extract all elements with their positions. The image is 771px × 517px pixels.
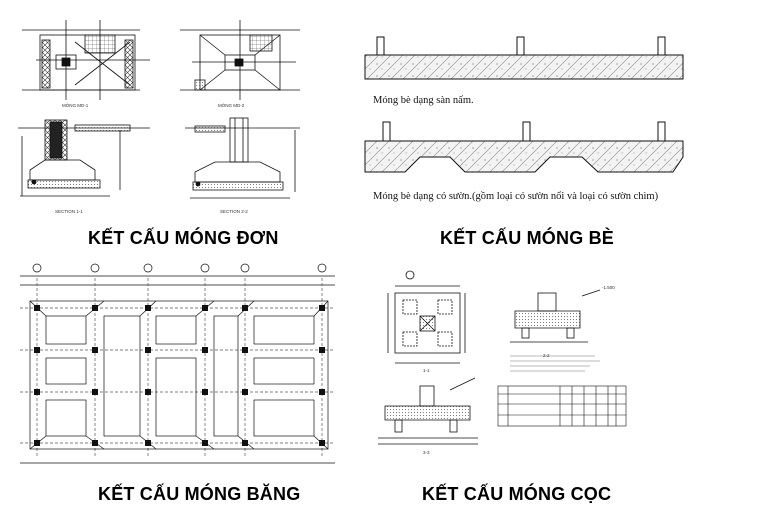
mong-don-drawing <box>18 20 300 199</box>
caption-flat-slab: Móng bè dạng sàn nấm. <box>373 95 474 106</box>
strip-grid <box>20 263 335 464</box>
panel-mong-don: MÓNG MD-1 MÓNG MD-2 SECTION 1-1 SECTION … <box>0 0 350 255</box>
panel-mong-coc: -1.500 2-2 1-1 3-3 KẾT CẤU MÓNG CỌC <box>350 258 771 517</box>
panel-mong-be: Móng bè dạng sàn nấm. Móng bè dạng có sư… <box>350 0 771 255</box>
pile-section-label-1-1: 1-1 <box>423 368 430 373</box>
notes-block <box>510 355 600 372</box>
section-label-1-1: SECTION 1-1 <box>55 209 83 214</box>
ribbed-raft <box>364 121 684 173</box>
schedule-table <box>497 385 627 427</box>
plan-md1 <box>22 20 150 100</box>
section-2-2 <box>185 117 300 199</box>
flat-slab-raft <box>364 36 684 80</box>
strip-columns <box>34 305 325 446</box>
pile-level-label: -1.500 <box>602 285 615 290</box>
title-mong-be: KẾT CẤU MÓNG BÈ <box>440 228 614 248</box>
pile-section-1-1 <box>378 377 478 445</box>
plan-label-md2: MÓNG MD-2 <box>218 103 245 108</box>
caption-ribbed: Móng bè dạng có sườn.(gồm loại có sườn n… <box>373 191 659 202</box>
pile-section-label-3-3: 3-3 <box>423 450 430 455</box>
section-label-2-2: SECTION 2-2 <box>220 209 248 214</box>
title-mong-coc: KẾT CẤU MÓNG CỌC <box>422 484 612 504</box>
mong-be-drawing <box>364 36 684 173</box>
pile-section-2-2 <box>510 289 601 343</box>
title-mong-don: KẾT CẤU MÓNG ĐƠN <box>88 228 279 248</box>
panel-mong-bang: KẾT CẤU MÓNG BĂNG <box>0 258 350 517</box>
mong-coc-drawing <box>378 270 627 445</box>
title-mong-bang: KẾT CẤU MÓNG BĂNG <box>98 484 301 504</box>
section-1-1 <box>18 119 150 197</box>
pile-section-label-2-2: 2-2 <box>543 353 550 358</box>
mong-bang-drawing <box>20 263 335 464</box>
plan-label-md1: MÓNG MD-1 <box>62 103 89 108</box>
plan-md2 <box>180 20 300 100</box>
pile-cap-plan <box>387 270 466 364</box>
